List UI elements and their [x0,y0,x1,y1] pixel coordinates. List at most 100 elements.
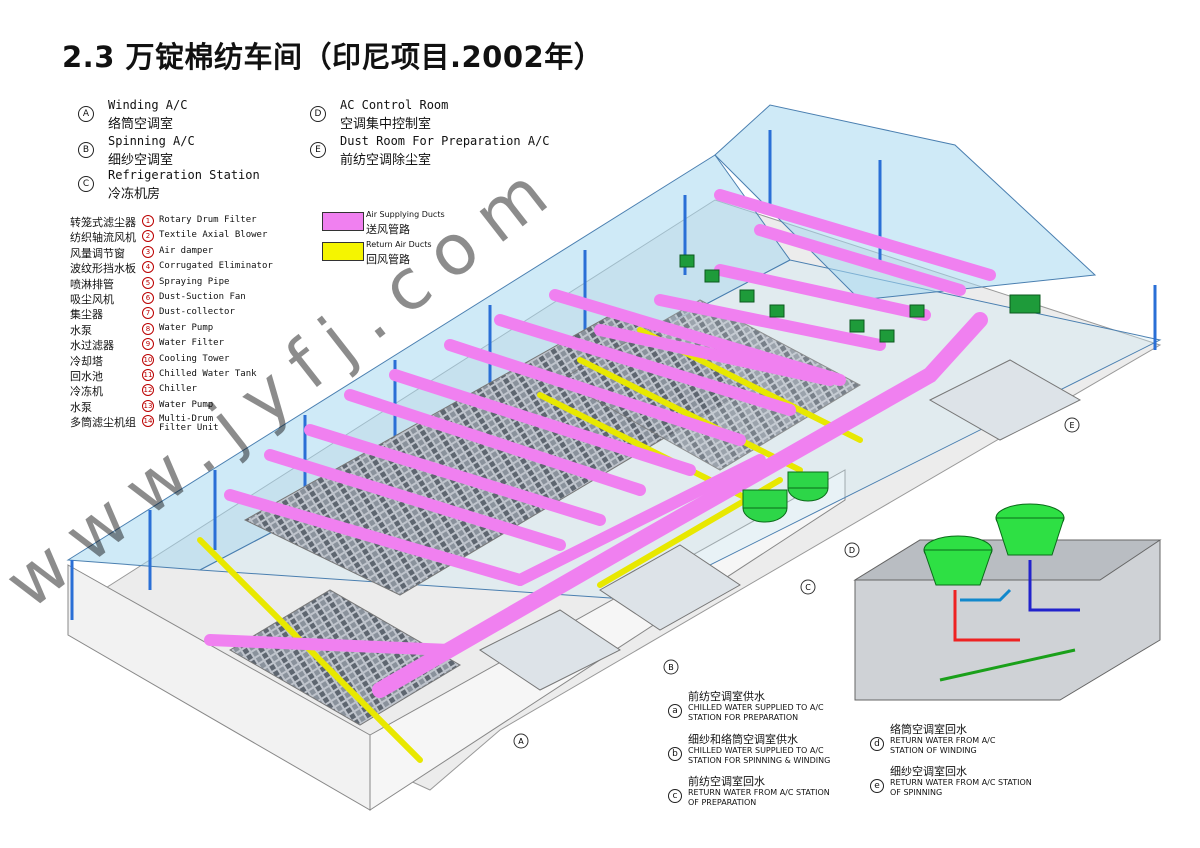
equipment-number: 14 [142,415,154,428]
equipment-number: 5 [142,276,154,289]
water-en-line2: OF SPINNING [890,788,943,797]
equipment-cn: 风量调节窗 [70,246,125,260]
equipment-cn: 水过滤器 [70,339,114,353]
water-cn: 细纱空调室回水 [890,765,967,778]
equipment-en: Water Filter [159,338,225,349]
roof-high [714,104,1097,301]
cooling-towers-detail [923,503,1065,586]
equipment-item: 水泵 8 Water Pump [70,322,300,337]
marker-A: A [518,737,524,746]
supply-duct-swatch [322,212,364,231]
equipment-number: 1 [142,215,154,227]
water-en-line2: STATION OF WINDING [890,746,977,755]
water-en-line2: STATION FOR SPINNING & WINDING [688,756,831,765]
equipment-en: Water Pump [159,399,214,410]
equipment-cn: 转笼式滤尘器 [70,216,136,229]
equipment-en: Corrugated Eliminator [159,261,273,272]
water-en-line1: RETURN WATER FROM A/C STATION [890,778,1032,787]
supply-air-ducts [204,189,996,698]
area-en-label: Dust Room For Preparation A/C [340,134,550,148]
water-en-line1: RETURN WATER FROM A/C [890,736,996,745]
marker-E: E [1069,421,1074,430]
equipment-number: 10 [142,353,154,366]
air-handling-units [679,254,1041,343]
area-cn-label: 细纱空调室 [108,153,174,168]
equipment-number: 8 [142,322,154,335]
water-cn: 前纺空调室供水 [688,690,765,703]
duct-en-label: Return Air Ducts [366,240,432,249]
area-cn-label: 络筒空调室 [108,117,174,132]
equipment-number: 6 [142,292,154,304]
area-cn-label: 冷冻机房 [108,187,161,202]
cooling-towers-main [742,471,829,523]
water-en-line2: STATION FOR PREPARATION [688,713,799,722]
equipment-item: 吸尘风机 6 Dust-Suction Fan [70,291,300,306]
area-markers: A B C D E [513,417,1080,749]
marker-B: B [668,663,674,672]
water-mark: d [870,737,884,751]
water-mark: c [668,789,682,803]
area-en-label: Refrigeration Station [108,168,260,182]
equipment-en: Air damper [159,245,214,256]
duct-item-supply: Air Supplying Ducts 送风管路 [322,208,522,236]
equipment-cn: 水泵 [70,323,92,337]
equipment-en: Cooling Tower [159,353,230,364]
water-en-line1: RETURN WATER FROM A/C STATION [688,788,830,797]
equipment-item: 转笼式滤尘器 1 Rotary Drum Filter [70,214,300,229]
duct-item-return: Return Air Ducts 回风管路 [322,238,522,266]
area-cn-label: 前纺空调除尘室 [340,153,432,168]
area-mark: E [310,142,326,158]
water-mark: e [870,779,884,793]
equipment-rooms [479,359,1082,691]
duct-en-label: Air Supplying Ducts [366,210,445,219]
water-cn: 前纺空调室回水 [688,775,765,788]
area-mark: A [78,106,94,122]
duct-cn-label: 回风管路 [366,253,410,266]
equipment-number: 13 [142,399,154,412]
equipment-en: Spraying Pipe [159,276,230,287]
marker-C: C [805,583,811,592]
area-en-label: Spinning A/C [108,134,195,148]
equipment-cn: 吸尘风机 [70,293,114,306]
area-mark: B [78,142,94,158]
equipment-en: Chilled Water Tank [159,369,257,379]
water-mark: a [668,704,682,718]
equipment-cn: 集尘器 [70,308,103,322]
marker-D: D [849,546,855,555]
water-cn: 细纱和络筒空调室供水 [688,733,798,746]
chilled-water-pipes [939,560,1080,682]
equipment-en: Dust-collector [159,307,235,318]
equipment-cn: 纺织轴流风机 [70,231,136,245]
area-en-label: AC Control Room [340,98,449,112]
equipment-cn: 回水池 [70,370,103,383]
equipment-number: 11 [142,369,154,381]
equipment-cn: 波纹形挡水板 [70,262,136,276]
water-en-line1: CHILLED WATER SUPPLIED TO A/C [688,746,824,755]
equipment-en: Chiller [159,384,197,395]
area-cn-label: 空调集中控制室 [340,117,432,132]
equipment-item: 回水池 11 Chilled Water Tank [70,368,300,383]
equipment-cn: 多筒滤尘机组 [70,416,136,430]
return-duct-swatch [322,242,364,261]
water-en-line1: CHILLED WATER SUPPLIED TO A/C [688,703,824,712]
equipment-number: 7 [142,307,154,320]
area-mark: C [78,176,94,192]
equipment-cn: 冷冻机 [70,385,103,399]
equipment-en: Dust-Suction Fan [159,292,246,302]
equipment-item: 集尘器 7 Dust-collector [70,306,300,321]
equipment-number: 2 [142,230,154,243]
equipment-en: Water Pump [159,322,214,333]
page-title: 2.3 万锭棉纺车间（印尼项目.2002年） [62,40,604,74]
duct-cn-label: 送风管路 [366,223,410,236]
area-mark: D [310,106,326,122]
equipment-en: Textile Axial Blower [159,230,268,241]
equipment-en: Rotary Drum Filter [159,215,257,225]
